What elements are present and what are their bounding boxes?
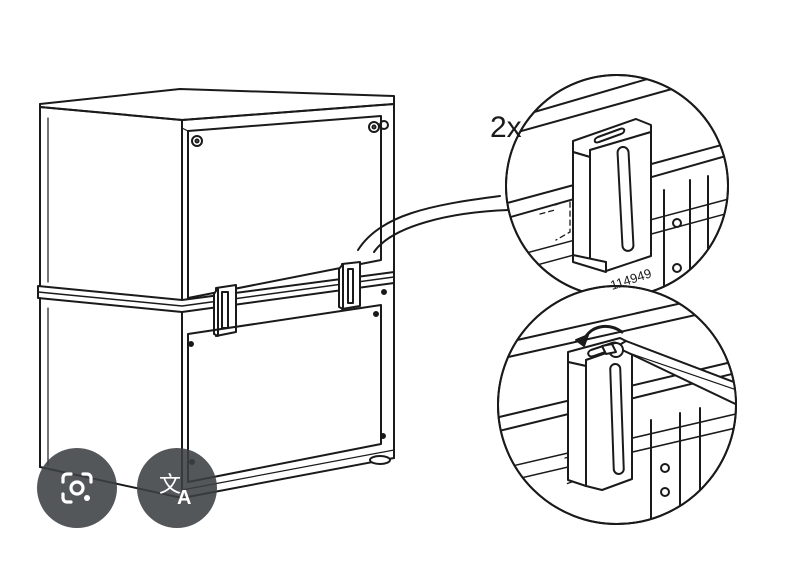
upper-cabinet bbox=[39, 88, 395, 301]
detail-view-clip bbox=[505, 74, 729, 298]
detail-view-tighten bbox=[497, 285, 737, 525]
translate-icon: 文 A bbox=[159, 472, 191, 509]
callout-pointer bbox=[357, 195, 511, 253]
svg-text:A: A bbox=[177, 487, 191, 509]
quantity-label: 2x bbox=[490, 111, 522, 144]
google-lens-button[interactable] bbox=[37, 448, 117, 528]
screwdriver bbox=[601, 340, 736, 411]
clip-bracket bbox=[572, 118, 652, 273]
svg-text:文: 文 bbox=[159, 472, 181, 497]
lower-cabinet bbox=[39, 282, 395, 499]
translate-button[interactable]: 文 A bbox=[137, 448, 217, 528]
cabinet-clamp-left bbox=[213, 284, 237, 337]
lens-camera-icon bbox=[61, 472, 93, 504]
cabinet-clamp-right bbox=[338, 261, 361, 310]
tightened-bracket bbox=[567, 337, 633, 491]
cabinet-stack bbox=[37, 88, 395, 499]
